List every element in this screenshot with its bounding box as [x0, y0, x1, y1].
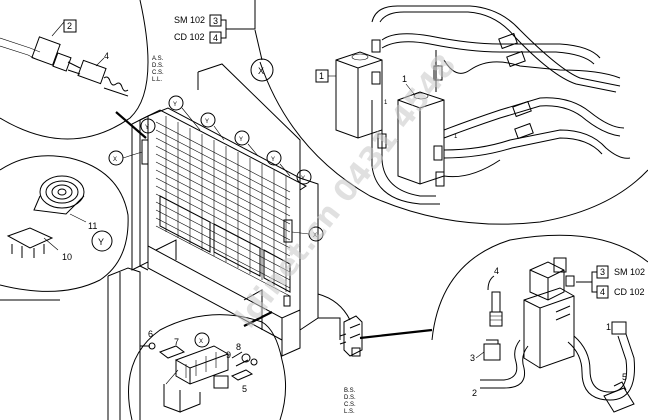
callout-Y-1	[168, 95, 184, 111]
callout-Y-3	[200, 112, 216, 128]
svg-text:X: X	[258, 66, 264, 76]
svg-text:4: 4	[600, 287, 605, 297]
label-8: 8	[236, 342, 241, 352]
svg-text:4: 4	[213, 33, 218, 43]
detail-terminal-block	[128, 314, 286, 420]
svg-text:C.S.: C.S.	[152, 70, 164, 76]
callout-Y-left-text: Y	[98, 237, 104, 247]
svg-text:1: 1	[384, 100, 388, 106]
label-4-right: 4	[494, 266, 499, 276]
svg-text:A.S.: A.S.	[152, 56, 164, 62]
callout-X-bottom	[194, 332, 210, 348]
sm-code-right: SM 102	[614, 267, 645, 277]
label-9: 9	[226, 350, 231, 360]
label-box-2	[63, 19, 77, 33]
detail-pneumatic-cylinders	[259, 5, 648, 225]
label-11: 11	[88, 221, 97, 231]
callout-X-top	[250, 58, 274, 82]
label-10: 10	[62, 252, 72, 262]
cd-code-right: CD 102	[614, 287, 645, 297]
label-5-right: 5	[622, 372, 627, 382]
label-1-right: 1	[606, 322, 611, 332]
svg-text:Y: Y	[173, 102, 177, 108]
svg-text:1: 1	[319, 71, 324, 81]
label-3: 3	[470, 353, 475, 363]
callout-Y-5	[266, 150, 282, 166]
label-2: 2	[67, 21, 72, 31]
svg-text:Y: Y	[239, 137, 243, 143]
cabinet-panel	[0, 63, 341, 420]
label-2-right: 2	[472, 388, 477, 398]
svg-text:D.S.: D.S.	[344, 395, 356, 401]
label-6: 6	[148, 329, 153, 339]
detail-cable-glands	[0, 0, 149, 140]
svg-text:3: 3	[213, 16, 218, 26]
svg-text:Y: Y	[145, 125, 149, 131]
cd-code-top: CD 102	[174, 32, 205, 42]
callout-Y-2	[140, 118, 156, 134]
svg-text:X: X	[113, 157, 117, 163]
svg-text:C.S.: C.S.	[344, 402, 356, 408]
svg-text:X: X	[313, 233, 317, 239]
label-1-cyl: 1	[402, 74, 407, 84]
svg-text:L.L.: L.L.	[152, 77, 162, 83]
callout-Y-6	[296, 169, 312, 185]
svg-text:3: 3	[600, 267, 605, 277]
side-codes-top: A.S. D.S. C.S. L.L.	[152, 56, 164, 83]
svg-text:Y: Y	[301, 176, 305, 182]
svg-text:D.S.: D.S.	[152, 63, 164, 69]
svg-text:X: X	[199, 339, 203, 345]
sm-code-top: SM 102	[174, 15, 205, 25]
svg-text:L.S.: L.S.	[344, 409, 355, 415]
label-5: 5	[242, 384, 247, 394]
svg-text:Y: Y	[205, 119, 209, 125]
label-7: 7	[174, 337, 179, 347]
callout-Y-left	[91, 230, 113, 252]
callout-Y-4	[234, 130, 250, 146]
label-4-top: 4	[104, 51, 109, 61]
detail-cable-reel	[0, 155, 129, 292]
watermark: ldinet.cn 0431 4548	[229, 48, 464, 335]
detail-solenoid-valve	[431, 234, 648, 413]
side-codes-bottom: B.S. D.S. C.S. L.S.	[344, 388, 356, 415]
svg-text:Y: Y	[271, 157, 275, 163]
svg-text:1: 1	[454, 134, 458, 140]
svg-text:B.S.: B.S.	[344, 388, 356, 394]
small-solenoid	[317, 293, 363, 357]
